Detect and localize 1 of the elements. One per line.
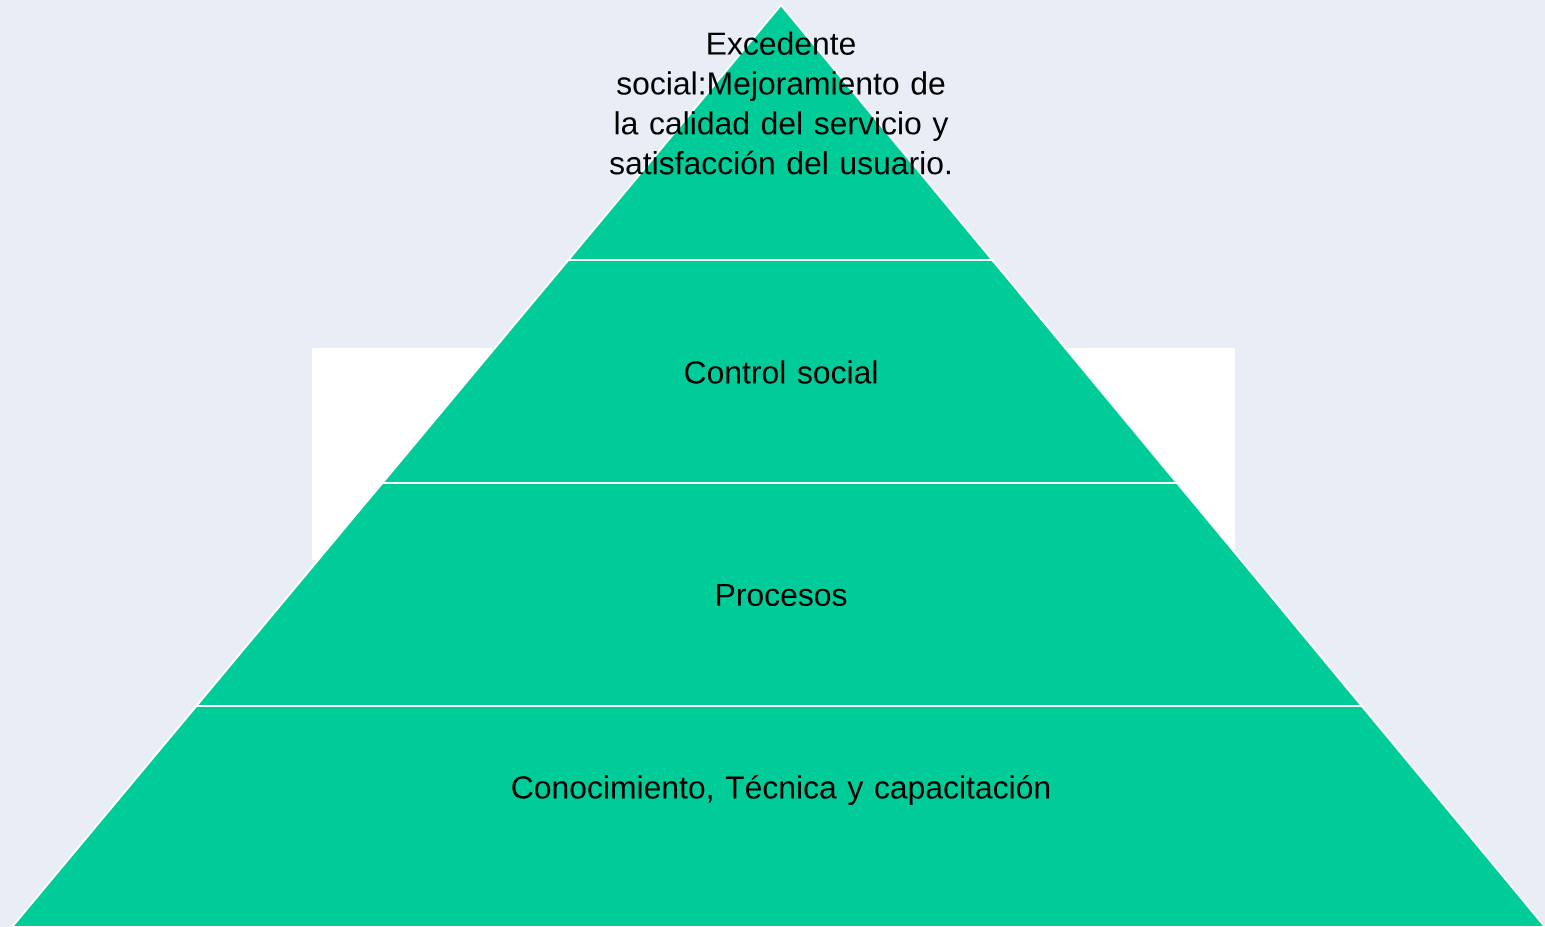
node-label: Conocimiento, Técnica y capacitación: [512, 774, 1050, 806]
